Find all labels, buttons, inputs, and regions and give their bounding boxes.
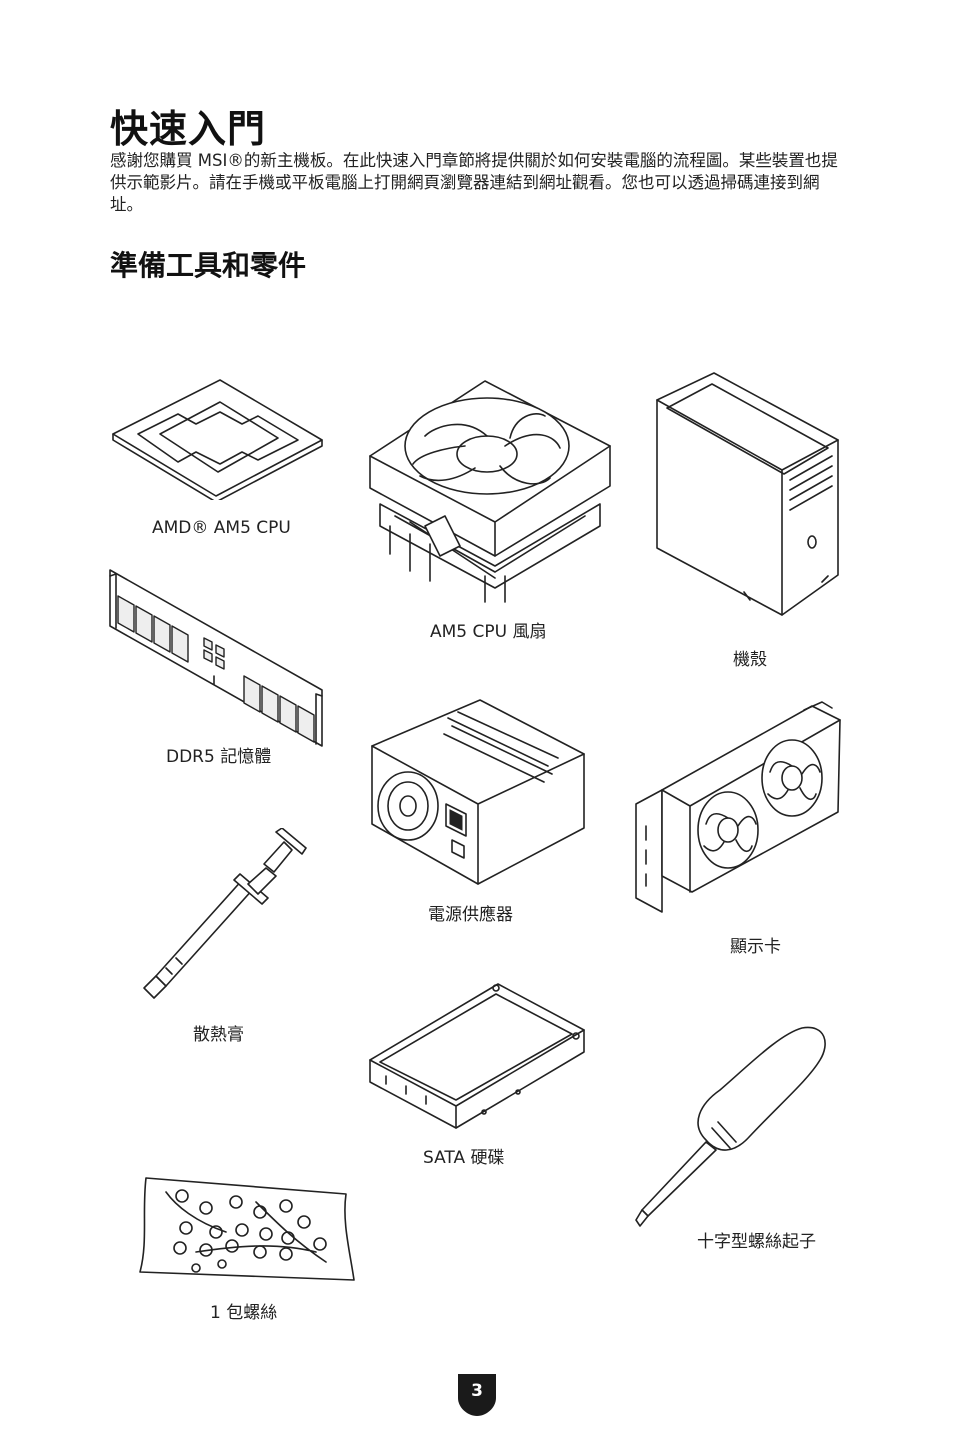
- screws-bag-illustration: [139, 1177, 355, 1281]
- thermal-paste-label: 散熱膏: [193, 1025, 244, 1045]
- cpu-illustration: [112, 379, 323, 500]
- psu-label: 電源供應器: [428, 905, 513, 925]
- graphics-card-illustration: [635, 701, 841, 913]
- hdd-illustration: [369, 983, 585, 1129]
- ram-illustration: [109, 569, 323, 747]
- thermal-paste-illustration: [143, 828, 307, 999]
- page-number-badge: 3: [458, 1374, 496, 1416]
- hdd-label: SATA 硬碟: [423, 1148, 505, 1168]
- case-label: 機殼: [733, 650, 767, 670]
- cpu-label: AMD® AM5 CPU: [152, 518, 291, 538]
- pc-case-illustration: [656, 372, 839, 616]
- screws-label: 1 包螺絲: [210, 1303, 278, 1323]
- cpu-cooler-illustration: [369, 380, 611, 603]
- psu-illustration: [371, 699, 585, 885]
- gpu-label: 顯示卡: [730, 937, 781, 957]
- page-number: 3: [471, 1381, 483, 1401]
- screwdriver-illustration: [635, 1026, 826, 1227]
- page-title: 快速入門: [110, 107, 267, 151]
- intro-paragraph: 感謝您購買 MSI®的新主機板。在此快速入門章節將提供關於如何安裝電腦的流程圖。…: [110, 151, 838, 214]
- cooler-label: AM5 CPU 風扇: [430, 622, 547, 642]
- ram-label: DDR5 記憶體: [166, 747, 272, 767]
- section-title: 準備工具和零件: [110, 249, 307, 282]
- screwdriver-label: 十字型螺絲起子: [697, 1232, 816, 1252]
